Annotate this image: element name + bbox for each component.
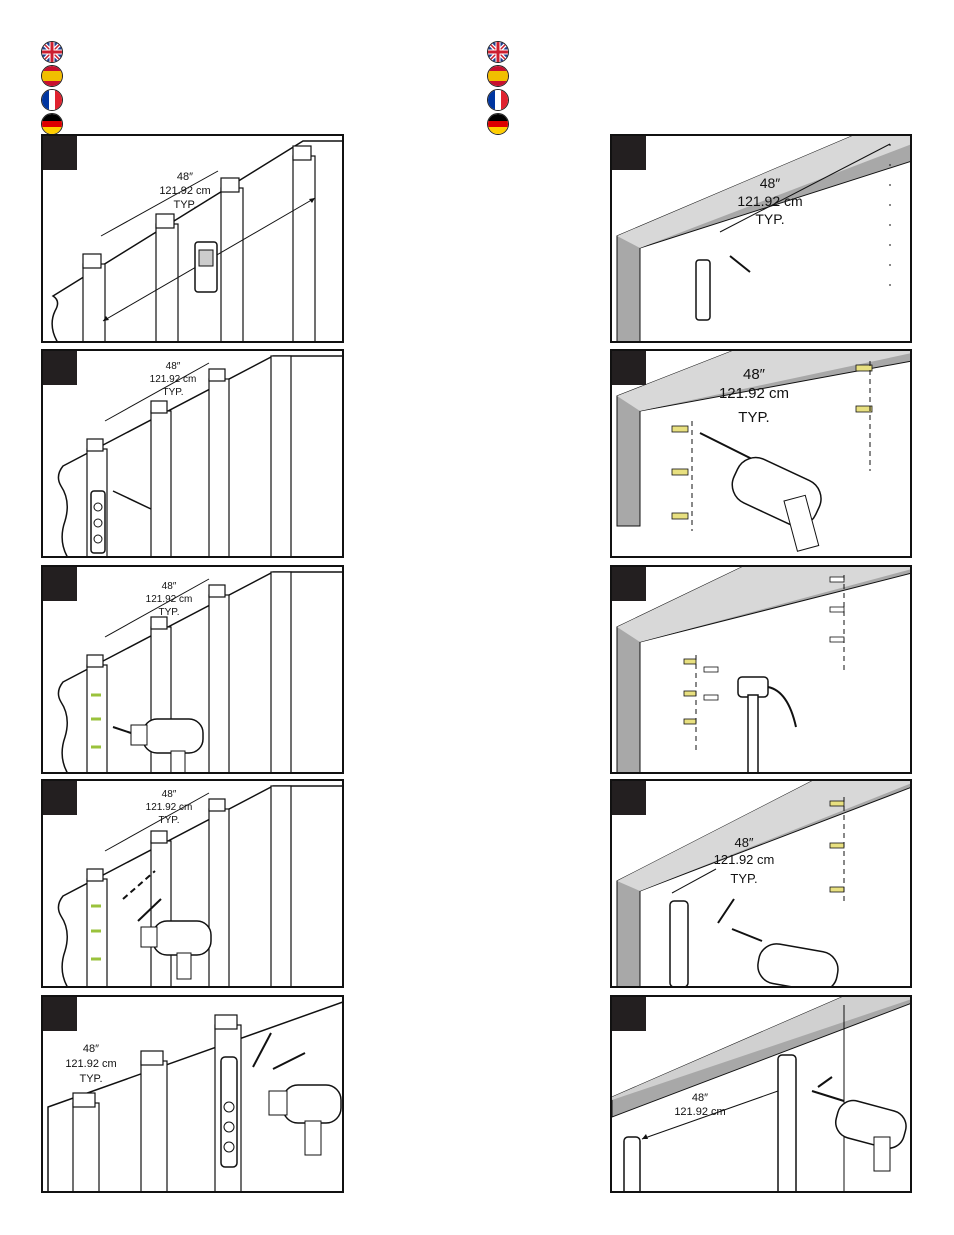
step-number-tab	[43, 567, 77, 601]
step-number-tab	[612, 781, 646, 815]
step-panel-left-1: 48″ 121.92 cm TYP.	[41, 134, 344, 343]
wall-bracket-icon	[695, 259, 711, 321]
step-number-tab	[612, 567, 646, 601]
dimension-typ: TYP.	[159, 815, 180, 826]
dimension-cm: 121.92 cm	[714, 852, 775, 867]
dimension-inches: 48″	[162, 581, 177, 592]
dimension-inches: 48″	[760, 175, 781, 191]
dimension-typ: TYP.	[755, 211, 784, 227]
step-number-tab	[612, 136, 646, 170]
dimension-cm: 121.92 cm	[674, 1106, 725, 1118]
germany-flag-icon	[41, 113, 63, 135]
wall-bracket-icon	[777, 1054, 797, 1191]
dimension-inches: 48″	[83, 1043, 99, 1055]
dimension-inches: 48″	[177, 171, 193, 183]
language-flags-right	[487, 41, 509, 135]
step-panel-left-2: 48″ 121.92 cm TYP.	[41, 349, 344, 558]
step-panel-right-5: 48″ 121.92 cm	[610, 995, 912, 1193]
dimension-inches: 48″	[692, 1092, 708, 1104]
power-drill-icon	[112, 718, 204, 772]
wall-bracket-icon	[623, 1136, 641, 1191]
step-panel-left-3: 48″ 121.92 cm TYP.	[41, 565, 344, 774]
wall-bracket-icon	[669, 900, 689, 986]
step-number-tab	[43, 136, 77, 170]
spain-flag-icon	[41, 65, 63, 87]
step-panel-right-4: 48″ 121.92 cm TYP.	[610, 779, 912, 988]
step-number-tab	[43, 351, 77, 385]
dimension-typ: TYP.	[730, 871, 757, 886]
hammer-icon	[737, 676, 797, 772]
dimension-cm: 121.92 cm	[150, 374, 197, 385]
dimension-typ: TYP.	[163, 387, 184, 398]
step-panel-right-1: 48″ 121.92 cm TYP.	[610, 134, 912, 343]
step-panel-right-3	[610, 565, 912, 774]
step-number-tab	[43, 997, 77, 1031]
power-drill-icon	[268, 1084, 342, 1156]
dimension-inches: 48″	[743, 366, 766, 383]
step-panel-left-4: 48″ 121.92 cm TYP.	[41, 779, 344, 988]
power-drill-icon	[731, 928, 839, 986]
power-drill-icon	[140, 920, 212, 980]
uk-flag-icon	[41, 41, 63, 63]
spain-flag-icon	[487, 65, 509, 87]
dimension-inches: 48″	[166, 361, 181, 372]
power-drill-icon	[699, 432, 822, 552]
step-number-tab	[43, 781, 77, 815]
step-panel-left-5: 48″ 121.92 cm TYP.	[41, 995, 344, 1193]
dimension-cm: 121.92 cm	[159, 185, 210, 197]
dimension-typ: TYP.	[738, 409, 769, 426]
step-number-tab	[612, 997, 646, 1031]
france-flag-icon	[41, 89, 63, 111]
uk-flag-icon	[487, 41, 509, 63]
dimension-cm: 121.92 cm	[65, 1058, 116, 1070]
dimension-typ: TYP.	[79, 1073, 102, 1085]
step-number-tab	[612, 351, 646, 385]
france-flag-icon	[487, 89, 509, 111]
dimension-inches: 48″	[162, 789, 177, 800]
dimension-cm: 121.92 cm	[146, 802, 193, 813]
power-drill-icon	[811, 1090, 907, 1172]
dimension-typ: TYP.	[173, 199, 196, 211]
step-panel-right-2: 48″ 121.92 cm TYP.	[610, 349, 912, 558]
dimension-cm: 121.92 cm	[737, 193, 802, 209]
germany-flag-icon	[487, 113, 509, 135]
dimension-cm: 121.92 cm	[719, 385, 789, 402]
dimension-cm: 121.92 cm	[146, 594, 193, 605]
dimension-inches: 48″	[734, 835, 753, 850]
language-flags-left	[41, 41, 63, 135]
dimension-typ: TYP.	[159, 607, 180, 618]
